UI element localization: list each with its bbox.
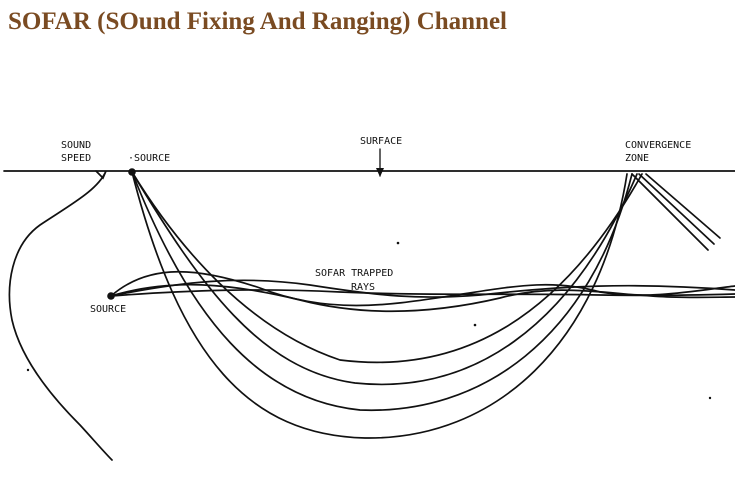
sofar-trapped-rays-label-line2: RAYS	[351, 282, 375, 293]
sofar-trapped-rays	[110, 270, 735, 312]
slide-title: SOFAR (SOund Fixing And Ranging) Channel	[8, 8, 507, 35]
sofar-trapped-rays-label-line1: SOFAR TRAPPED	[315, 268, 393, 279]
scan-specks	[26, 241, 712, 400]
deep-source-point	[107, 292, 115, 300]
convergence-rays	[131, 171, 643, 439]
sound-speed-profile-curve	[8, 170, 113, 461]
surface-source-point	[128, 168, 136, 176]
convergence-zone-label-line2: ZONE	[625, 153, 649, 164]
surface-arrowhead	[376, 168, 384, 177]
surface-label: SURFACE	[360, 136, 402, 147]
sound-speed-label-line1: SOUND	[61, 140, 91, 151]
sound-speed-label-line2: SPEED	[61, 153, 91, 164]
convergence-zone-reflected-rays	[631, 173, 721, 251]
convergence-zone-label-line1: CONVERGENCE	[625, 140, 691, 151]
deep-source-label: SOURCE	[90, 304, 126, 315]
surface-source-label: ·SOURCE	[128, 153, 170, 164]
